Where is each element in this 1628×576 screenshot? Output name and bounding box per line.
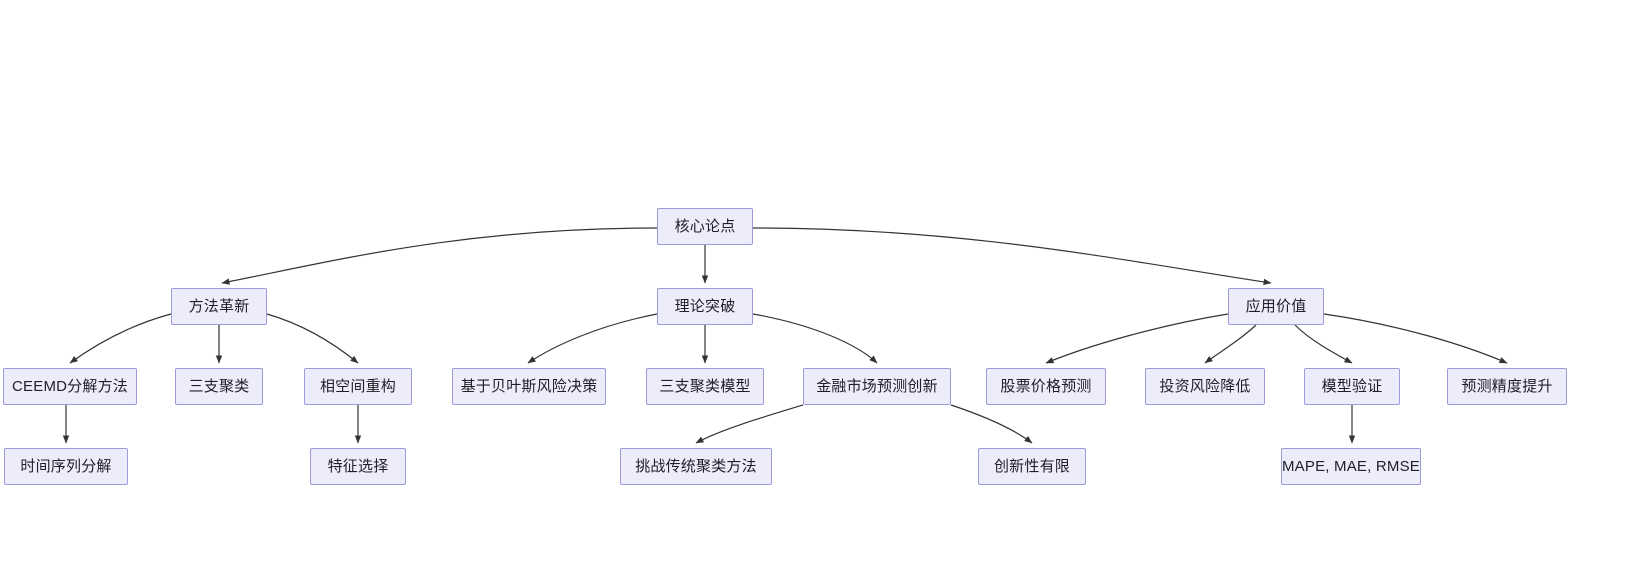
- node-label: 股票价格预测: [1000, 377, 1092, 395]
- node-l3b2[interactable]: 三支聚类模型: [646, 368, 764, 405]
- node-l3a2[interactable]: 三支聚类: [175, 368, 263, 405]
- node-label: 金融市场预测创新: [816, 377, 938, 395]
- node-l2b[interactable]: 理论突破: [657, 288, 753, 325]
- node-l4e[interactable]: MAPE, MAE, RMSE: [1281, 448, 1421, 485]
- node-l4d[interactable]: 创新性有限: [978, 448, 1086, 485]
- node-l3a3[interactable]: 相空间重构: [304, 368, 412, 405]
- node-l2c[interactable]: 应用价值: [1228, 288, 1324, 325]
- node-label: 模型验证: [1321, 377, 1383, 395]
- node-label: 特征选择: [327, 457, 389, 475]
- node-label: 理论突破: [674, 297, 736, 315]
- node-l3c2[interactable]: 投资风险降低: [1145, 368, 1265, 405]
- node-label: 相空间重构: [319, 377, 396, 395]
- node-l4b[interactable]: 特征选择: [310, 448, 406, 485]
- edge-l2c-to-l3c4: [1323, 313, 1508, 364]
- node-l2a[interactable]: 方法革新: [171, 288, 267, 325]
- edge-l2c-to-l3c3: [1294, 324, 1353, 364]
- edge-group: [62, 227, 1508, 444]
- node-label: 时间序列分解: [20, 457, 112, 475]
- node-label: 核心论点: [674, 217, 736, 235]
- edge-l2c-to-l3c1: [1045, 313, 1229, 364]
- node-label: 基于贝叶斯风险决策: [460, 377, 598, 395]
- edge-l2b-to-l3b3: [752, 313, 878, 364]
- edge-l2a-to-l3a1: [69, 313, 172, 364]
- node-label: 投资风险降低: [1159, 377, 1251, 395]
- node-label: 三支聚类模型: [659, 377, 751, 395]
- node-l3b3[interactable]: 金融市场预测创新: [803, 368, 951, 405]
- node-l4c[interactable]: 挑战传统聚类方法: [620, 448, 772, 485]
- edge-l2b-to-l3b1: [527, 313, 658, 364]
- node-l3c4[interactable]: 预测精度提升: [1447, 368, 1567, 405]
- node-l3c1[interactable]: 股票价格预测: [986, 368, 1106, 405]
- edge-l2c-to-l3c2: [1204, 324, 1257, 364]
- node-label: 创新性有限: [993, 457, 1070, 475]
- node-label: 预测精度提升: [1461, 377, 1553, 395]
- node-l4a[interactable]: 时间序列分解: [4, 448, 128, 485]
- node-label: MAPE, MAE, RMSE: [1281, 457, 1421, 475]
- node-l3b1[interactable]: 基于贝叶斯风险决策: [452, 368, 606, 405]
- node-label: 方法革新: [188, 297, 250, 315]
- node-label: 三支聚类: [188, 377, 250, 395]
- edge-l3b3-to-l4d: [950, 404, 1033, 444]
- node-label: CEEMD分解方法: [12, 377, 128, 395]
- node-l3c3[interactable]: 模型验证: [1304, 368, 1400, 405]
- edge-root-to-l2a: [221, 227, 658, 285]
- node-label: 应用价值: [1245, 297, 1307, 315]
- edge-l3b3-to-l4c: [695, 404, 804, 444]
- node-l3a1[interactable]: CEEMD分解方法: [3, 368, 137, 405]
- node-root[interactable]: 核心论点: [657, 208, 753, 245]
- edge-l2a-to-l3a3: [266, 313, 359, 364]
- edge-root-to-l2c: [752, 227, 1272, 286]
- node-label: 挑战传统聚类方法: [635, 457, 757, 475]
